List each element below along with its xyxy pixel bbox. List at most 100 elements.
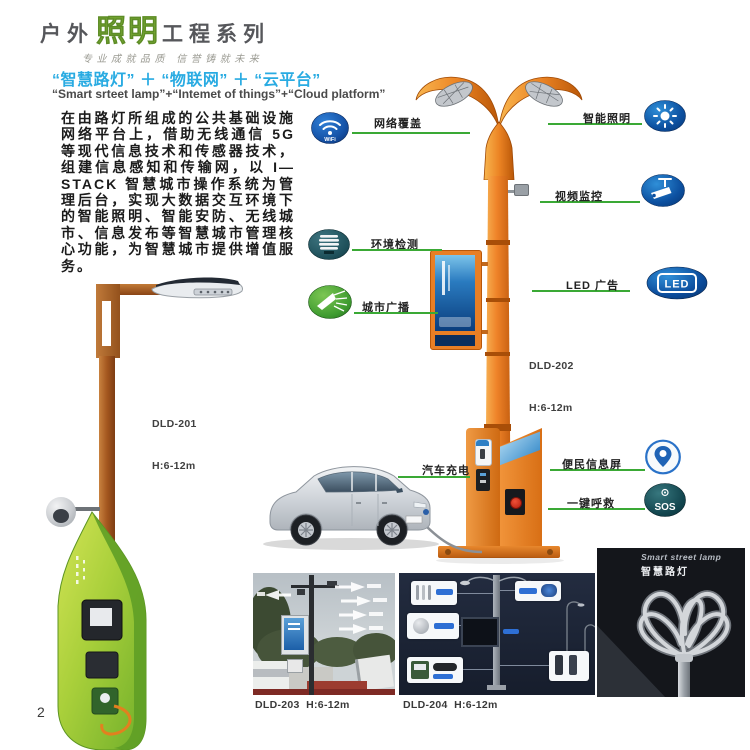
brand-slogan: 专业成就品质 信誉铸就未来 [82,54,264,65]
model-label-dld201: DLD-201 H:6-12m [152,389,197,501]
antenna [422,585,425,600]
callout-line-lighting [548,123,642,125]
smart-lighting-icon [644,100,686,137]
diagram-label-chip [519,588,537,594]
photo-camera [327,581,337,586]
base-bolt [547,549,553,555]
sos-button-panel [505,489,525,515]
caption-dld203: DLD-203 H:6-12m [255,699,350,711]
antenna [428,585,431,600]
feature-label-led-ad: LED 广告 [566,280,620,292]
feature-label-cctv: 视频监控 [555,191,603,203]
page-number: 2 [37,704,45,720]
cctv-camera-icon [641,174,685,212]
feature-label-lighting: 智能照明 [583,113,631,125]
dome-camera-lens [53,509,69,523]
diagram-card-screen [515,581,561,601]
pole-camera-bracket [508,190,517,193]
charging-gun-dock [475,439,492,466]
banner-bracket-top [480,262,488,266]
screen-line [288,623,300,625]
brand-title-part2: 工程系列 [162,23,270,46]
photo-smart-lamp: Smart street lamp 智慧路灯 [597,548,745,697]
callout-line-network [352,132,470,134]
meter-screen [414,664,426,670]
callout-line-cctv [540,201,640,203]
meter-thumb [411,661,429,679]
photo3-title-en: Smart street lamp [641,552,722,562]
feature-label-info-screen: 便民信息屏 [562,459,622,471]
screen-line [288,628,300,630]
svg-text:SOS: SOS [654,502,675,513]
pole-band [486,298,510,302]
connector [463,669,493,670]
diagram-arms [460,576,595,681]
charging-indicator [480,480,486,483]
charging-control-panel [476,469,490,491]
diagram-card-camera [407,613,459,639]
photo3-title-cn: 智慧路灯 [641,567,689,578]
charging-indicator [480,473,486,476]
lamp-arm-cutout [102,301,111,346]
brand-title-part1: 户外 [40,23,94,46]
diagram-label-chip [503,629,519,634]
model-label-dld202: DLD-202 H:6-12m [529,331,574,443]
photo-arrows [257,582,387,634]
callout-line-info-screen [550,469,645,471]
photo-pole [309,575,314,695]
photo-dld203 [253,573,395,695]
screen-thumb [541,584,557,597]
connector [457,593,493,594]
callout-line-sos [548,508,645,510]
photo-small-sign [287,659,303,673]
intro-headline-cn: “智慧路灯” ＋ “物联网” ＋ “云平台” [52,72,321,89]
petal-lamp [637,590,731,697]
feature-label-environment: 环境检测 [371,239,419,251]
dome-camera [46,497,76,527]
svg-text:LED: LED [665,279,690,291]
environment-sensor-icon [308,229,350,265]
connector [500,665,549,666]
building [253,661,289,689]
led-banner-footer [435,335,475,346]
controller-thumb [433,663,457,671]
dome-camera-thumb [413,618,429,634]
pole-ground-shadow [436,557,564,564]
charging-gun-cap [476,440,489,446]
callout-line-led-ad [532,290,630,292]
dome-camera-arm [72,507,100,511]
feature-label-sos: 一键呼救 [567,498,615,510]
pole-camera [514,184,529,196]
diagram-label-chip [434,623,454,629]
diagram-pole-screen [461,617,499,647]
building-sign [253,669,289,677]
pole-band [485,352,510,356]
brand-title-highlight: 照明 [96,15,160,48]
model-code: DLD-201 [152,418,197,430]
photo-led-content [284,618,304,650]
diagram-pole-base [487,685,506,690]
callout-line-charging [398,476,470,478]
base-bolt [445,549,451,555]
location-pin-icon [645,439,681,480]
feature-label-broadcast: 城市广播 [362,302,410,314]
model-code: DLD-202 [529,360,574,372]
led-banner-screen [435,255,475,331]
feature-label-charging: 汽车充电 [422,465,470,477]
model-height: H:6-12m [152,460,196,472]
callout-line-environment [352,249,442,251]
banner-text-column [448,265,450,291]
pole-band [484,424,511,431]
intro-paragraph: 在由路灯所组成的公共基础设施网络平台上，借助无线通信 5G 等现代信息技术和传感… [61,110,295,274]
connector [500,590,515,591]
led-banner-frame [430,250,482,350]
wifi-icon: WiFi [311,112,349,149]
red-banner [307,681,367,690]
led-icon: LED [646,266,708,305]
green-enclosure [57,511,147,750]
brand-title: 户外 照明 工程系列 [40,15,270,48]
svg-text:WiFi: WiFi [324,137,336,143]
photo-equipment [297,589,305,595]
antenna [416,585,419,600]
